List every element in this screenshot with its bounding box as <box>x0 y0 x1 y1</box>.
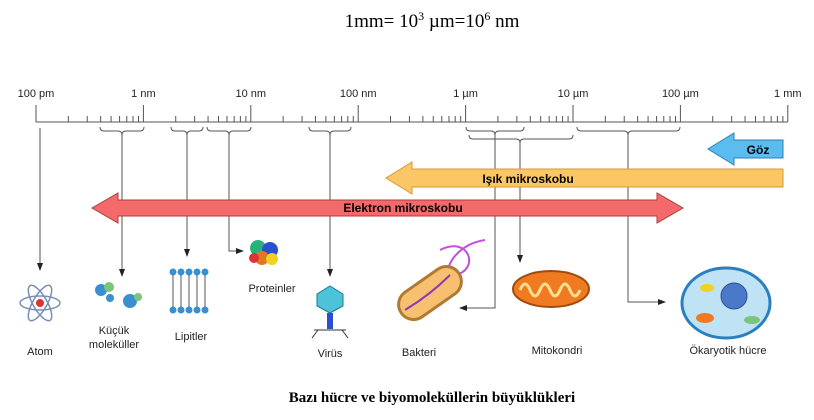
scale-label: 10 µm <box>558 88 589 100</box>
virus-icon <box>311 285 349 339</box>
label-virus: Virüs <box>318 348 343 360</box>
mitochondrion-icon <box>512 270 590 308</box>
scale-label: 1 mm <box>774 88 802 100</box>
eukaryotic-cell-icon <box>680 266 772 340</box>
label-small-molecules-2: moleküller <box>89 339 139 351</box>
svg-text:Işık mikroskobu: Işık mikroskobu <box>482 172 573 186</box>
label-proteins: Proteinler <box>248 283 295 295</box>
label-eukaryotic-cell: Ökaryotik hücre <box>689 345 766 357</box>
label-small-molecules-1: Küçük <box>99 325 130 337</box>
label-lipids: Lipitler <box>175 331 208 343</box>
lipid-bilayer-icon <box>169 268 209 314</box>
small-molecules-icon <box>95 282 142 308</box>
unit-conversion: 1mm= 103 µm=106 nm <box>345 9 520 32</box>
svg-text:Elektron mikroskobu: Elektron mikroskobu <box>343 201 462 215</box>
label-bacteria: Bakteri <box>402 347 436 359</box>
scale-label: 100 nm <box>340 88 377 100</box>
figure-caption: Bazı hücre ve biyomoleküllerin büyüklükl… <box>289 390 575 406</box>
protein-icon <box>249 240 278 265</box>
svg-text:Göz: Göz <box>747 143 770 157</box>
leader-lines <box>37 126 681 311</box>
eye-range-arrow: Göz <box>707 132 784 166</box>
scale-label: 100 µm <box>662 88 699 100</box>
atom-icon <box>19 284 61 322</box>
electron-microscope-range-arrow: Elektron mikroskobu <box>90 192 685 224</box>
log-scale-axis <box>35 105 789 123</box>
label-atom: Atom <box>27 346 53 358</box>
scale-label: 1 nm <box>131 88 155 100</box>
scale-label: 100 pm <box>18 88 55 100</box>
bacterium-icon <box>397 239 486 321</box>
scale-label: 1 µm <box>453 88 478 100</box>
scale-label: 10 nm <box>236 88 267 100</box>
label-mitochondria: Mitokondri <box>532 345 583 357</box>
light-microscope-range-arrow: Işık mikroskobu <box>385 161 784 195</box>
